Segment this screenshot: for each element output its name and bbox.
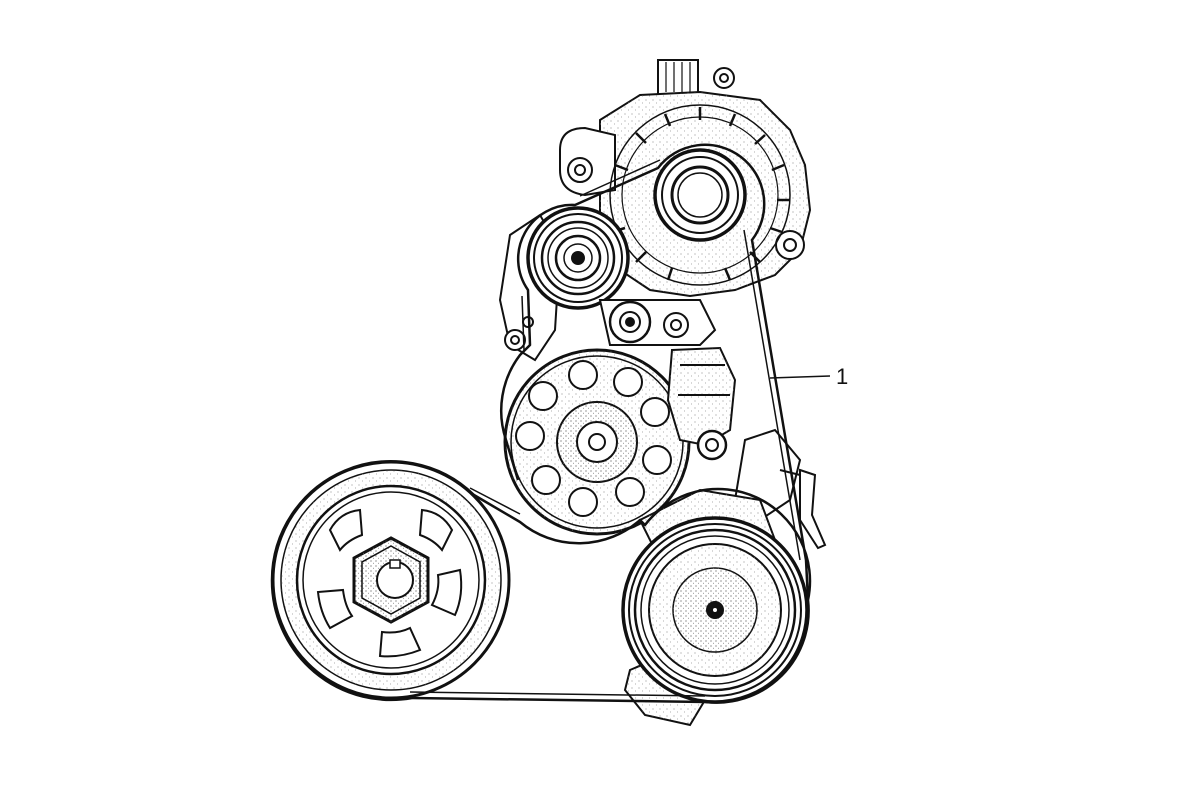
alternator bbox=[559, 59, 812, 298]
drive-belt bbox=[270, 143, 812, 704]
tensioner-pulley bbox=[498, 206, 630, 362]
callout-leader-line bbox=[769, 375, 831, 379]
crankshaft-pulley bbox=[271, 460, 511, 700]
ac-compressor-pulley bbox=[621, 516, 809, 727]
callout-label-1: 1 bbox=[836, 364, 849, 389]
water-pump-pulley bbox=[503, 348, 691, 536]
idler-pulley bbox=[598, 299, 717, 346]
